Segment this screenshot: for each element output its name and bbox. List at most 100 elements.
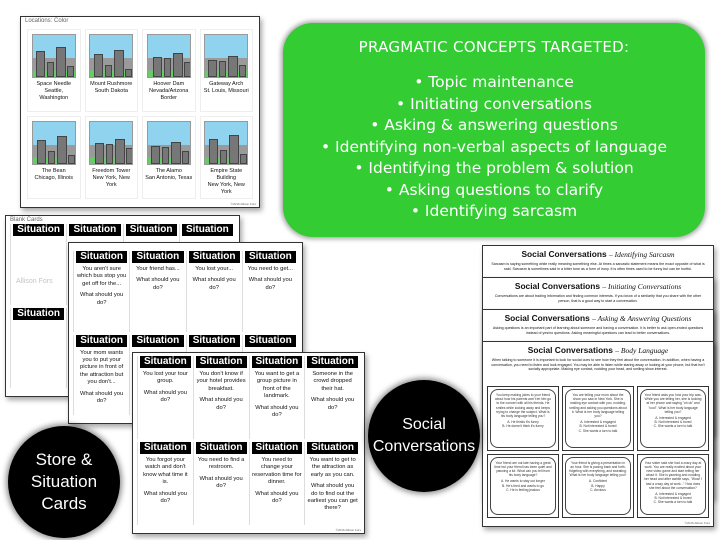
building-shape — [229, 135, 240, 164]
sheet-title-main: Social Conversations — [521, 249, 607, 259]
situation-header: Situation — [132, 334, 184, 347]
concept-item: • Identifying the problem & solution — [354, 159, 634, 177]
sheet-intro: When talking to someone it is important … — [491, 358, 705, 372]
copyright: ©2016 Allison Fors — [335, 528, 361, 532]
situation-text: You want to get to the attraction as ear… — [309, 457, 356, 478]
situation-header: Situation — [13, 307, 65, 320]
situation-header: Situation — [132, 251, 184, 263]
circle-line: Social — [402, 416, 446, 433]
situation-text: You want to get a group picture in front… — [254, 371, 300, 400]
situation-header: Situation — [76, 334, 128, 347]
question-card-inner: Your friend are out late having a great … — [490, 456, 556, 515]
question-text: Your friend are out late having a great … — [494, 460, 552, 478]
answer-option: A. He thinks it's funny — [507, 420, 539, 425]
building-shape — [161, 147, 169, 164]
situation-text: You forgot your watch and don't know wha… — [143, 457, 188, 486]
answer-option: C. She wants a turn to talk — [578, 428, 618, 433]
situation-card: Situation — [66, 224, 122, 305]
situation-header: Situation — [195, 356, 247, 368]
situation-card: Situation — [10, 224, 66, 305]
situation-question: What should you do? — [80, 390, 124, 404]
situation-question: What should you do? — [143, 389, 187, 404]
watermark: Allison Fors — [16, 278, 53, 285]
question-card: Your friend are out late having a great … — [487, 453, 559, 518]
concepts-title: PRAGMATIC CONCEPTS TARGETED: — [358, 38, 630, 56]
building-shape — [228, 56, 239, 77]
copyright: ©2016 Allison Fors — [230, 202, 256, 206]
circle-line: Situation — [30, 472, 98, 491]
situation-question: What should you do? — [192, 277, 236, 291]
situation-header: Situation — [251, 442, 303, 454]
answer-option: B. Not interested & bored — [579, 424, 617, 429]
building-shape — [36, 140, 46, 164]
situation-header: Situation — [188, 334, 240, 347]
mount-rushmore-image — [89, 34, 134, 78]
circle-line: Store & — [35, 450, 93, 469]
building-shape — [94, 54, 104, 77]
building-shape — [55, 47, 66, 77]
copyright: ©2016 Allison Fors — [684, 521, 710, 525]
building-shape — [239, 65, 247, 77]
building-shape — [152, 57, 162, 77]
question-card: Your friend asks you how your trip was. … — [637, 386, 709, 451]
building-shape — [66, 66, 74, 77]
situation-question: What should you do? — [136, 277, 180, 291]
answer-option: B. Not interested & bored — [654, 496, 692, 501]
hoover-dam-image — [146, 34, 191, 78]
building-shape — [181, 151, 189, 164]
location-title: Gateway Arch — [209, 81, 244, 87]
answer-option: B. He's tired and wants to go — [501, 483, 545, 488]
answer-option: A. Confident — [588, 479, 608, 484]
location-place: New York, New York — [92, 175, 130, 188]
location-title: Space Needle — [36, 81, 72, 87]
sheet-title-main: Social Conversations — [527, 345, 613, 355]
situation-question: What should you do? — [80, 292, 124, 306]
sheet-subtitle: – Body Language — [615, 346, 669, 355]
building-shape — [163, 58, 171, 77]
answer-option: A. Interested & engaged — [580, 420, 616, 425]
building-shape — [209, 139, 219, 164]
location-title: The Alamo — [155, 168, 182, 174]
sheet-title: Social Conversations – Initiating Conver… — [483, 281, 713, 292]
location-place: South Dakota — [94, 88, 128, 94]
question-card: Your friend is giving a presentation in … — [562, 453, 634, 518]
question-card: You are telling your mom about the show … — [562, 386, 634, 451]
sheet-label: Blank Cards — [10, 217, 43, 223]
concepts-list: • Topic maintenance• Initiating conversa… — [283, 72, 705, 223]
situation-header: Situation — [69, 224, 121, 236]
situation-text: You lost your tour group. — [142, 371, 188, 385]
social-conversations-circle: Social Conversations — [368, 380, 480, 492]
building-shape — [183, 62, 190, 77]
situation-question: What should you do? — [255, 404, 299, 419]
question-text: Your friend is giving a presentation in … — [569, 460, 627, 478]
situation-header: Situation — [140, 356, 191, 368]
location-place: Nevada/Arizona Border — [149, 88, 189, 101]
store-situation-circle: Store & Situation Cards — [8, 426, 120, 538]
question-card-inner: Your sister said she had a crazy day at … — [640, 456, 706, 515]
situation-text: You need to get... — [247, 266, 293, 272]
location-title: Freedom Tower — [92, 168, 131, 174]
location-place: Seattle, Washington — [39, 88, 69, 101]
sheet-title: Social Conversations – Asking & Answerin… — [483, 313, 713, 324]
sheet-title: Social Conversations – Identifying Sarca… — [483, 249, 713, 260]
